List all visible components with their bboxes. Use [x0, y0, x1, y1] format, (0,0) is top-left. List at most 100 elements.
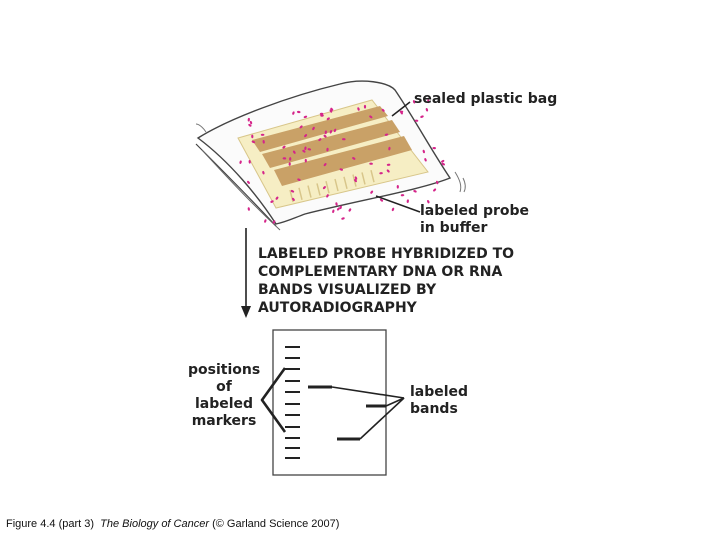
probe-dot — [422, 149, 425, 154]
autoradiograph-film — [260, 329, 405, 476]
probe-dot — [270, 200, 274, 203]
probe-dot — [323, 163, 327, 167]
probe-dot — [324, 130, 327, 135]
probe-dot — [391, 207, 395, 212]
probe-dot — [251, 140, 256, 144]
probe-dot — [262, 140, 265, 144]
membrane-tick — [361, 172, 366, 185]
probe-dot — [441, 159, 445, 163]
probe-dot — [248, 123, 252, 127]
membrane-tick — [334, 178, 339, 192]
probe-dot — [288, 162, 291, 166]
bag-leader-line — [391, 101, 411, 117]
probe-dot — [354, 176, 358, 180]
step-line: AUTORADIOGRAPHY — [258, 300, 417, 316]
probe-dot — [289, 157, 292, 161]
probe-dot — [304, 134, 308, 138]
probe-dot — [304, 146, 307, 151]
probe-dot — [412, 100, 416, 104]
probe-dot — [414, 119, 419, 122]
gel-lane — [252, 106, 388, 152]
probe-dot — [326, 117, 330, 121]
label-labeled-bands: labeled bands — [410, 384, 480, 418]
figure-caption: Figure 4.4 (part 3) The Biology of Cance… — [6, 518, 339, 530]
probe-dot — [326, 194, 329, 198]
membrane-tick — [307, 185, 312, 198]
probe-dot — [441, 162, 445, 166]
probe-dot — [386, 163, 391, 166]
probe-dot — [339, 205, 342, 210]
probe-dot — [335, 202, 338, 206]
probe-dot — [296, 110, 301, 114]
probe-dot — [302, 149, 306, 153]
label-line: positions — [188, 362, 261, 378]
probe-dot — [251, 134, 254, 139]
probe-dot — [413, 190, 417, 193]
probe-dot — [249, 120, 253, 125]
caption-suffix: (© Garland Science 2007) — [212, 518, 340, 530]
label-line: bands — [410, 401, 458, 417]
probe-dot — [304, 158, 307, 163]
label-line: in buffer — [420, 220, 488, 236]
probe-dot — [272, 220, 276, 224]
label-marker-positions: positions of labeled markers — [188, 362, 260, 430]
probe-dot — [436, 180, 439, 185]
probe-dot — [290, 190, 295, 193]
label-line: markers — [191, 413, 257, 429]
gel-lane — [274, 136, 412, 186]
probe-dot — [427, 99, 430, 104]
probe-dot — [260, 133, 265, 136]
probe-dot — [329, 109, 333, 113]
probe-dot — [322, 186, 326, 190]
probe-dot — [400, 111, 403, 115]
probe-dot — [342, 138, 346, 141]
label-line: labeled probe — [420, 203, 530, 219]
probe-dot — [406, 199, 409, 203]
probe-dot — [326, 147, 329, 152]
probe-dot — [386, 169, 390, 173]
probe-dot — [264, 219, 267, 223]
probe-dot — [425, 108, 429, 112]
probe-dot — [427, 199, 430, 204]
probe-dot — [424, 158, 427, 162]
probe-dot — [299, 125, 303, 129]
probe-dot — [369, 162, 373, 165]
gel-lane — [262, 120, 400, 168]
gel-lanes — [252, 106, 412, 186]
caption-prefix: Figure 4.4 (part 3) — [6, 518, 95, 530]
probe-dot — [247, 117, 250, 122]
step-description: LABELED PROBE HYBRIDIZED TO COMPLEMENTAR… — [258, 245, 518, 317]
probe-dot — [275, 196, 279, 200]
probe-dot — [384, 133, 389, 136]
probe-dot — [247, 180, 250, 184]
step-line: LABELED PROBE HYBRIDIZED TO — [258, 246, 515, 262]
probe-dot — [318, 138, 322, 142]
probe-dot — [320, 114, 324, 117]
process-arrow — [241, 228, 251, 318]
probe-dot — [319, 112, 324, 116]
probe-dot — [341, 217, 345, 220]
probe-dot — [303, 115, 308, 119]
probe-dot — [248, 160, 251, 164]
probe-dot — [247, 207, 250, 211]
probe-dot — [297, 178, 301, 181]
label-sealed-plastic-bag: sealed plastic bag — [414, 91, 558, 107]
probe-dot — [339, 168, 344, 171]
probe-leader-line — [375, 195, 421, 213]
probe-dot — [354, 179, 357, 183]
probe-dot — [352, 157, 356, 160]
probe-dot — [388, 146, 391, 151]
probe-dot — [357, 107, 360, 111]
membrane-tick — [370, 170, 375, 183]
step-line: COMPLEMENTARY DNA OR RNA — [258, 264, 503, 280]
probe-dot — [307, 148, 312, 151]
probe-dot — [336, 207, 340, 211]
probe-dot — [363, 104, 367, 109]
membrane-tick — [343, 176, 348, 189]
probe-dot — [282, 157, 287, 160]
membrane-tick — [298, 187, 303, 200]
marker-positions — [285, 346, 300, 459]
probe-dot — [333, 128, 337, 133]
bands-pointer-lines — [331, 386, 405, 440]
